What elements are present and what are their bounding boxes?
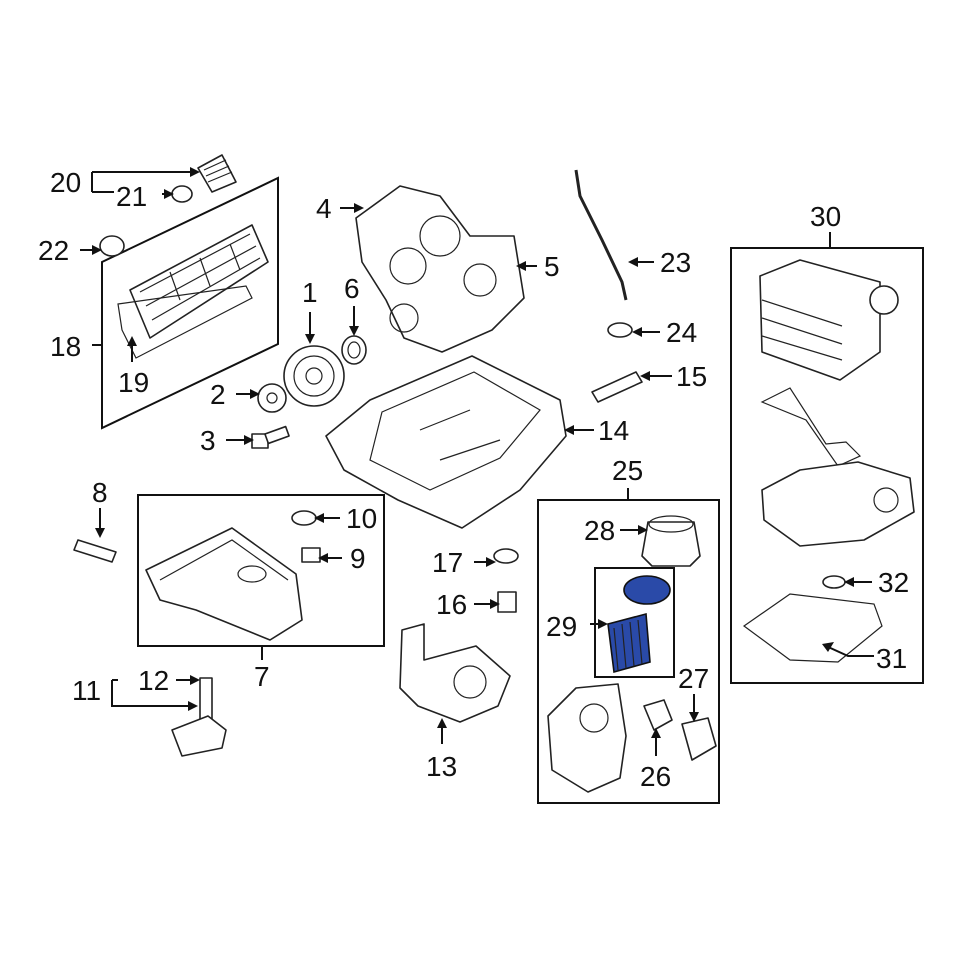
drain-washer-part bbox=[291, 510, 317, 526]
callout-32[interactable]: 32 bbox=[878, 567, 909, 598]
cooler-base-gasket-part bbox=[742, 593, 883, 663]
cooler-o-ring-part bbox=[822, 575, 846, 589]
oil-filter-element-part bbox=[607, 575, 671, 674]
drain-plug-part bbox=[301, 547, 321, 563]
callout-1[interactable]: 1 bbox=[302, 277, 318, 308]
o-ring-part bbox=[493, 548, 519, 564]
callout-9[interactable]: 9 bbox=[350, 543, 366, 574]
callout-16[interactable]: 16 bbox=[436, 589, 467, 620]
callout-29[interactable]: 29 bbox=[546, 611, 577, 642]
valve-cover-gasket-part bbox=[117, 285, 253, 359]
callout-2[interactable]: 2 bbox=[210, 379, 226, 410]
callout-11[interactable]: 11 bbox=[72, 675, 101, 706]
valve-cover-part bbox=[129, 224, 269, 339]
plug-seal-part bbox=[99, 235, 125, 257]
oil-level-sensor-part bbox=[171, 677, 227, 757]
callout-25[interactable]: 25 bbox=[612, 455, 643, 486]
callout-28[interactable]: 28 bbox=[584, 515, 615, 546]
callout-labels: 20 21 22 18 19 4 5 1 6 2 3 14 23 24 15 8… bbox=[38, 167, 909, 792]
callout-8[interactable]: 8 bbox=[92, 477, 108, 508]
sealant-tube-part bbox=[591, 371, 643, 403]
arrow-heads bbox=[92, 167, 854, 738]
housing-gasket-part bbox=[643, 699, 673, 731]
cooler-adapter-part bbox=[761, 461, 915, 547]
cap-seal-part bbox=[171, 185, 193, 203]
callout-3[interactable]: 3 bbox=[200, 425, 216, 456]
oil-pump-part bbox=[399, 623, 511, 723]
sealant-tube-part-2 bbox=[73, 539, 117, 563]
crank-seal-part bbox=[341, 335, 367, 365]
filter-element-subbox bbox=[594, 567, 675, 678]
oil-cooler-group-box bbox=[730, 247, 924, 684]
callout-7[interactable]: 7 bbox=[254, 661, 270, 692]
callout-27[interactable]: 27 bbox=[678, 663, 709, 694]
filter-cap-part bbox=[641, 515, 701, 567]
ladder-frame-part bbox=[325, 355, 567, 529]
callout-24[interactable]: 24 bbox=[666, 317, 697, 348]
callout-20[interactable]: 20 bbox=[50, 167, 81, 198]
breather-cap-part bbox=[197, 154, 237, 193]
filter-housing-part bbox=[547, 683, 627, 793]
callout-6[interactable]: 6 bbox=[344, 273, 360, 304]
callout-5[interactable]: 5 bbox=[544, 251, 560, 282]
callout-18[interactable]: 18 bbox=[50, 331, 81, 362]
callout-10[interactable]: 10 bbox=[346, 503, 377, 534]
callout-17[interactable]: 17 bbox=[432, 547, 463, 578]
crank-bolt-part bbox=[251, 425, 290, 449]
tube-seal-part bbox=[607, 322, 633, 338]
plug-part bbox=[497, 591, 517, 613]
cooler-gasket-part bbox=[760, 387, 862, 467]
callout-26[interactable]: 26 bbox=[640, 761, 671, 792]
timing-cover-part bbox=[355, 185, 525, 353]
callout-22[interactable]: 22 bbox=[38, 235, 69, 266]
housing-gasket-part-2 bbox=[681, 717, 717, 761]
callout-15[interactable]: 15 bbox=[676, 361, 707, 392]
oil-cooler-part bbox=[759, 259, 899, 381]
callout-12[interactable]: 12 bbox=[138, 665, 169, 696]
callout-30[interactable]: 30 bbox=[810, 201, 841, 232]
callout-14[interactable]: 14 bbox=[598, 415, 629, 446]
washer-part bbox=[257, 383, 287, 413]
callout-4[interactable]: 4 bbox=[316, 193, 332, 224]
callout-21[interactable]: 21 bbox=[116, 181, 147, 212]
callout-31[interactable]: 31 bbox=[876, 643, 907, 674]
callout-13[interactable]: 13 bbox=[426, 751, 457, 782]
callout-19[interactable]: 19 bbox=[118, 367, 149, 398]
crank-pulley-part bbox=[283, 345, 345, 407]
valve-cover-group-box bbox=[101, 176, 279, 430]
dipstick-tube-part bbox=[574, 169, 628, 301]
callout-23[interactable]: 23 bbox=[660, 247, 691, 278]
oil-pan-part bbox=[145, 527, 303, 641]
